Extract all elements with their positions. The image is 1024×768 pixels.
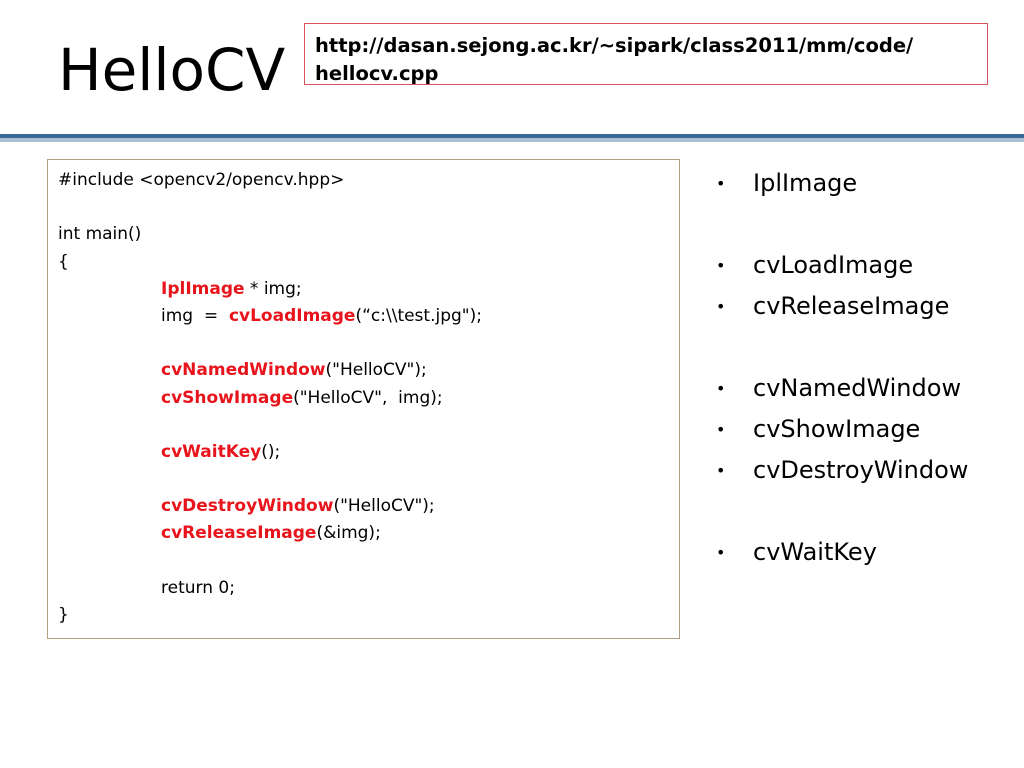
code-line-main: int main() (58, 224, 142, 245)
code-keyword: cvReleaseImage (161, 523, 317, 544)
code-line-iplimage: IplImage * img; (161, 278, 302, 299)
code-line-loadimage: img = cvLoadImage(“c:\\test.jpg"); (161, 305, 482, 326)
bullet-item: •cvShowImage (716, 409, 968, 450)
bullet-item: •cvNamedWindow (716, 368, 968, 409)
bullet-list: •IplImage •cvLoadImage •cvReleaseImage •… (716, 163, 968, 573)
title-divider-shadow (0, 138, 1024, 142)
code-line-destroywindow: cvDestroyWindow("HelloCV"); (161, 496, 435, 517)
code-line-blank (58, 466, 679, 493)
bullet-item: •IplImage (716, 163, 968, 204)
bullet-dot: • (716, 420, 726, 439)
bullet-dot: • (716, 256, 726, 275)
code-line-close-brace: } (58, 605, 69, 625)
code-line-return: return 0; (161, 577, 235, 598)
code-line-include: #include <opencv2/opencv.hpp> (58, 170, 345, 190)
code-keyword: cvDestroyWindow (161, 496, 334, 517)
bullet-dot: • (716, 174, 726, 193)
url-box: http://dasan.sejong.ac.kr/~sipark/class2… (304, 23, 988, 85)
bullet-dot: • (716, 461, 726, 480)
bullet-item: •cvDestroyWindow (716, 450, 968, 491)
code-line-blank (58, 412, 679, 439)
code-keyword: cvNamedWindow (161, 360, 326, 381)
code-keyword: cvWaitKey (161, 441, 262, 462)
code-keyword: cvShowImage (161, 387, 294, 408)
code-line-namedwindow: cvNamedWindow("HelloCV"); (161, 360, 427, 381)
slide-title: HelloCV (58, 36, 286, 104)
url-line-1: http://dasan.sejong.ac.kr/~sipark/class2… (315, 34, 914, 57)
code-line-blank (58, 194, 679, 221)
bullet-item: •cvReleaseImage (716, 286, 968, 327)
code-line-releaseimage: cvReleaseImage(&img); (161, 523, 381, 544)
code-line-showimage: cvShowImage("HelloCV", img); (161, 387, 443, 408)
bullet-item: •cvLoadImage (716, 245, 968, 286)
code-keyword: IplImage (161, 278, 245, 299)
bullet-dot: • (716, 297, 726, 316)
code-keyword: cvLoadImage (228, 305, 356, 326)
code-line-open-brace: { (58, 251, 69, 272)
code-line-blank (58, 330, 679, 357)
code-line-waitkey: cvWaitKey(); (161, 441, 281, 462)
bullet-dot: • (716, 379, 726, 398)
code-line-blank (58, 548, 679, 575)
bullet-item: •cvWaitKey (716, 532, 968, 573)
title-divider (0, 134, 1024, 138)
url-line-2: hellocv.cpp (315, 62, 439, 85)
code-box: #include <opencv2/opencv.hpp> int main()… (47, 159, 680, 639)
bullet-dot: • (716, 543, 726, 562)
